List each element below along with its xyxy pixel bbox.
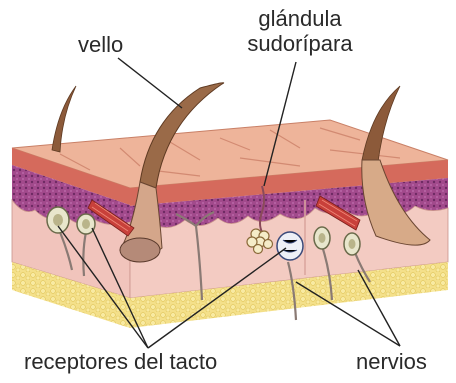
hair-leader-line (118, 58, 182, 108)
receptor (77, 214, 95, 234)
hair-label: vello (78, 32, 123, 57)
touch-receptors-label: receptores del tacto (24, 349, 217, 374)
sweat-gland-label-line1: glándula (232, 6, 368, 31)
receptor (277, 232, 303, 260)
sweat-gland-label-line2: sudorípara (232, 31, 368, 56)
receptor (344, 233, 360, 255)
nerves-label: nervios (356, 349, 427, 374)
sweat-gland-label: glándula sudorípara (232, 6, 368, 57)
receptor (47, 207, 69, 233)
receptor (314, 227, 330, 249)
